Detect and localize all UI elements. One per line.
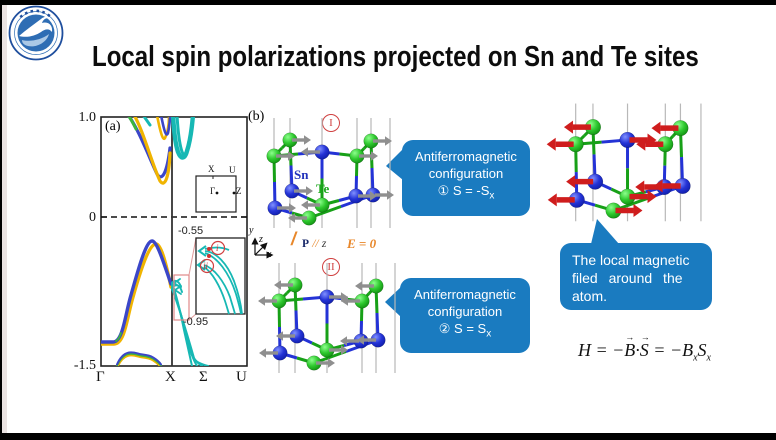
band-zoom-inset — [195, 237, 246, 315]
logo-bird — [19, 16, 53, 37]
inset-bottom-value: -0.95 — [183, 316, 209, 328]
e-field-label: E = 0 — [347, 236, 377, 251]
bz-label-u: U — [229, 165, 236, 175]
inset-top-value: -0.55 — [178, 225, 204, 237]
xtick-u: U — [236, 369, 247, 385]
bz-label-gamma: Γ — [210, 186, 216, 196]
bz-label-z: Z — [236, 186, 242, 196]
university-logo — [8, 5, 64, 61]
callout-field-line2: filed around the — [572, 270, 683, 286]
axis-x-label: x — [267, 249, 272, 260]
band-curves — [101, 117, 209, 366]
brillouin-zone-inset — [195, 175, 237, 213]
coordinate-axes — [251, 237, 274, 259]
callout-afm2-line1: Antiferromagnetic — [414, 287, 516, 302]
callout-afm2-line3: ② S = Sx — [438, 321, 492, 340]
bz-label-x: X — [208, 164, 215, 174]
crystal-structure — [258, 263, 396, 373]
callout-field-line3: atom. — [572, 288, 608, 304]
callout2-tail — [385, 287, 401, 317]
panel-b-label: (b) — [248, 109, 265, 124]
ytick-1.0: 1.0 — [78, 110, 97, 125]
callout-afm2-line2: configuration — [427, 304, 503, 319]
zoom-region-rect — [173, 274, 190, 321]
xtick-gamma: Γ — [96, 369, 105, 385]
logo-arc-text — [19, 9, 51, 19]
inset-marker-ii: ii — [203, 261, 209, 271]
callout-afm1-line1: Antiferromagnetic — [415, 149, 517, 164]
p-parallel-z: P // z — [302, 238, 327, 250]
xtick-x: X — [165, 369, 176, 385]
panel-a-label: (a) — [105, 119, 121, 134]
slide-title: Local spin polarizations projected on Sn… — [92, 41, 699, 73]
crystal-structure — [266, 118, 394, 228]
callout-field: The local magnetic filed around the atom… — [560, 243, 712, 310]
callout-field-line1: The local magnetic — [572, 252, 690, 268]
ytick--1.5: -1.5 — [73, 358, 96, 373]
left-edge-strip — [2, 5, 7, 433]
sn-label: Sn — [294, 167, 309, 182]
structure-2-roman: II — [322, 258, 340, 276]
te-label: Te — [316, 181, 330, 196]
axis-z-label: z — [259, 234, 263, 245]
callout-afm1-line3: ① S = -Sx — [437, 183, 495, 202]
ytick-0: 0 — [89, 210, 96, 225]
hamiltonian-equation: H = −B→·S→ = −BxSx — [578, 332, 711, 364]
callout-afm2: Antiferromagnetic configuration ② S = Sx — [400, 278, 530, 353]
callout-afm1-line2: configuration — [428, 166, 504, 181]
callout1-tail — [386, 149, 403, 180]
axis-y-label: y — [249, 225, 254, 236]
callout-afm1: Antiferromagnetic configuration ① S = -S… — [402, 140, 530, 216]
callout3-tail — [591, 219, 619, 244]
inset-marker-i: i — [216, 243, 219, 253]
xtick-sigma: Σ — [199, 369, 208, 385]
slash-icon: / — [291, 229, 297, 249]
crystal-structure — [546, 103, 702, 222]
